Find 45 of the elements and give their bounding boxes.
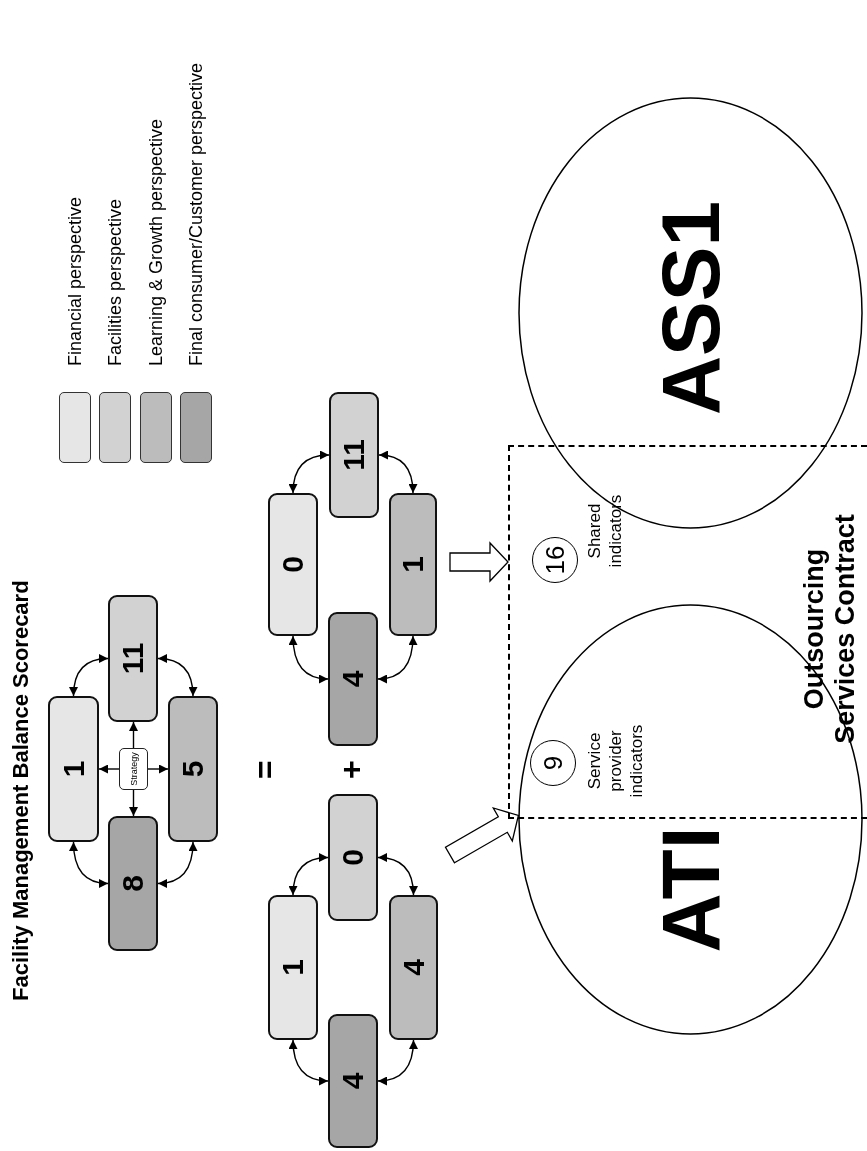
double-arrow — [378, 450, 418, 494]
party-name: ASS1 — [649, 200, 732, 416]
legend-label: Learning & Growth perspective — [145, 118, 167, 366]
contract-boundary — [508, 445, 867, 819]
score-box: 1 — [268, 895, 318, 1040]
score-box: 4 — [389, 895, 438, 1040]
score-box: 11 — [329, 392, 379, 518]
double-arrow — [157, 654, 198, 697]
diagram-title: Facility Management Balance Scorecard — [8, 580, 34, 1001]
double-arrow — [157, 841, 198, 888]
arrow — [147, 764, 169, 774]
double-arrow — [288, 450, 330, 494]
score-box: 5 — [168, 696, 218, 842]
double-arrow — [69, 841, 109, 888]
block-arrow — [449, 541, 509, 583]
score-box: 8 — [108, 816, 158, 951]
legend-label: Final consumer/Customer perspective — [185, 62, 207, 366]
double-arrow — [288, 635, 329, 683]
double-arrow — [288, 1039, 329, 1086]
arrow — [98, 764, 120, 774]
legend-label: Facilities perspective — [104, 198, 126, 366]
arrow — [129, 789, 138, 817]
score-box: 4 — [328, 612, 378, 746]
indicator-caption: Shared indicators — [584, 493, 626, 570]
score-box: 4 — [328, 1014, 378, 1148]
operator-symbol: = — [249, 760, 281, 779]
score-box: 0 — [268, 493, 318, 636]
score-box: 11 — [108, 595, 158, 722]
score-box: 0 — [328, 794, 378, 921]
operator-symbol: + — [335, 760, 367, 779]
indicator-caption: Service provider indicators — [584, 723, 647, 800]
double-arrow — [69, 654, 109, 697]
block-arrow — [444, 806, 520, 864]
indicator-count-circle: 16 — [532, 537, 578, 583]
score-box: 1 — [48, 696, 99, 842]
legend-label: Financial perspective — [64, 196, 86, 366]
indicator-count-circle: 9 — [530, 740, 576, 786]
party-name: ATI — [649, 826, 732, 953]
score-box: 1 — [389, 493, 437, 636]
double-arrow — [377, 635, 418, 683]
double-arrow — [377, 1039, 418, 1086]
arrow — [129, 721, 138, 749]
strategy-box: Strategy — [119, 748, 148, 790]
double-arrow — [288, 853, 329, 896]
double-arrow — [377, 853, 418, 896]
